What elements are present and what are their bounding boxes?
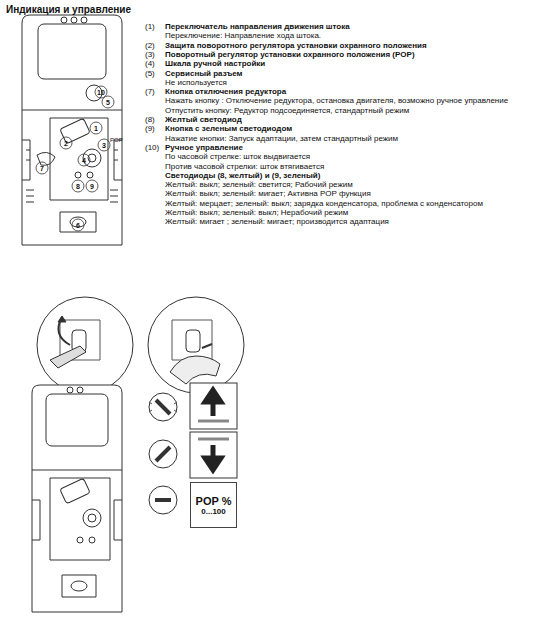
callout-number: 7: [40, 165, 44, 172]
legend-text: Переключение: Направление хода штока.: [165, 31, 321, 40]
item-number: (3): [145, 50, 155, 59]
legend-text: Желтый: мигает ; зеленый: мигает; произв…: [165, 217, 389, 226]
box-heading: POP %: [196, 495, 232, 507]
item-number: (1): [145, 22, 155, 31]
callout-number: 6: [76, 222, 80, 229]
legend-text: Желтый: мерцает; зеленый: выкл; зарядка …: [165, 199, 483, 208]
legend-text: Переключатель направления движения штока: [165, 22, 350, 31]
callout-number: 8: [76, 183, 80, 190]
legend-text: Нажать кнопку : Отключение редуктора, ос…: [165, 96, 508, 105]
callout-number: 1: [94, 125, 98, 132]
legend-text: Кнопка отключения редуктора: [165, 87, 286, 96]
callout-number: 5: [106, 99, 110, 106]
legend-text: Ручное управление: [165, 143, 243, 152]
item-number: (8): [145, 115, 155, 124]
callout-number: 10: [97, 89, 105, 96]
box-range: 0...100: [201, 507, 225, 516]
legend-text: Поворотный регулятор установки охранного…: [165, 50, 415, 59]
item-number: (4): [145, 59, 155, 68]
legend-text: По часовой стрелке: шток выдвигается: [165, 152, 310, 161]
callout-number: 9: [90, 183, 94, 190]
legend-text: Нажатие кнопки: Запуск адаптации, затем …: [165, 134, 398, 143]
item-number: (7): [145, 87, 155, 96]
item-number: (5): [145, 69, 155, 78]
legend-text: Отпустить кнопку: Редуктор подсоединяетс…: [165, 106, 409, 115]
item-number: (9): [145, 124, 155, 133]
legend-text: Сервисный разъем: [165, 69, 243, 78]
legend-text: Кнопка с зеленым светодиодом: [165, 124, 292, 133]
legend-text: Защита поворотного регулятора установки …: [165, 41, 427, 50]
legend-text: Светодиоды (8, желтый) и (9, зеленый): [165, 171, 320, 180]
item-number: (10): [145, 143, 159, 152]
mode-box: POP %0...100: [190, 482, 237, 528]
callout-number: 2: [64, 140, 68, 147]
callout-number: 4: [82, 157, 86, 164]
page-title: Индикация и управление: [6, 4, 131, 15]
legend-text: Не используется: [165, 78, 227, 87]
legend-text: Желтый: выкл; зеленый: мигает; Активна P…: [165, 189, 371, 198]
legend-text: Против часовой стрелки: шток втягивается: [165, 162, 324, 171]
legend-text: Шкала ручной настройки: [165, 59, 265, 68]
callout-number: 3: [102, 142, 106, 149]
legend-text: Желтый светодиод: [165, 115, 242, 124]
legend-text: Желтый: выкл; зеленый: выкл; Нерабочий р…: [165, 208, 348, 217]
knob-label: POP: [110, 136, 123, 145]
item-number: (2): [145, 41, 155, 50]
legend-text: Желтый: выкл; зеленый: светится; Рабочий…: [165, 180, 353, 189]
